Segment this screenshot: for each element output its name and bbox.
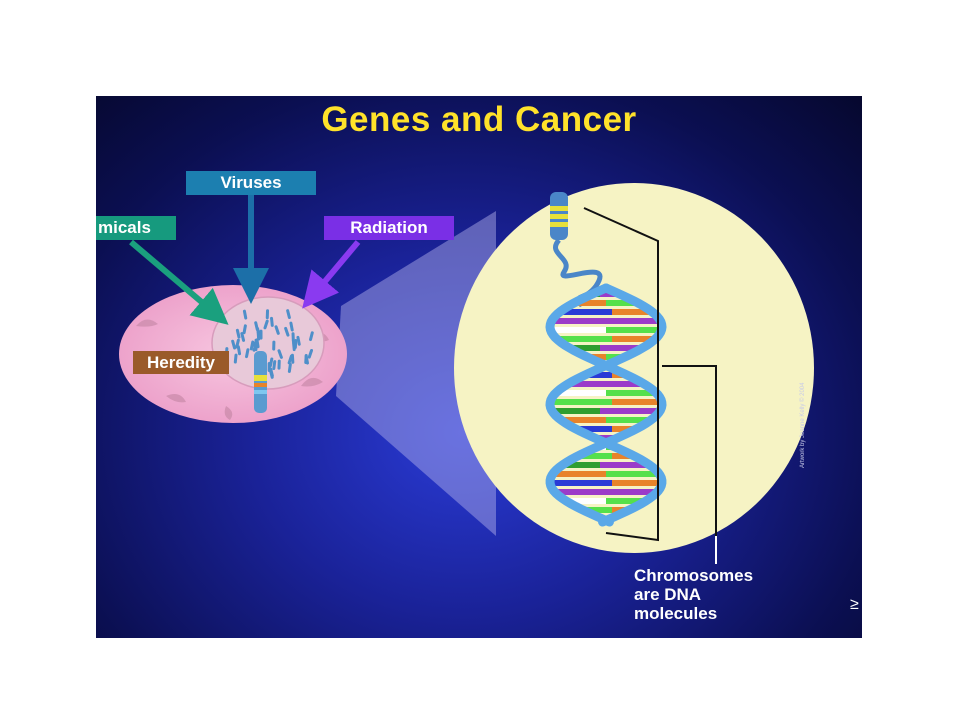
chromosome-mark	[236, 345, 242, 356]
dna-caption: Chromosomes are DNA molecules	[634, 566, 753, 623]
chromosome-mark	[240, 332, 246, 342]
chromosome-mark	[272, 340, 276, 351]
base-pair	[551, 318, 600, 324]
chromosome-mark	[249, 340, 255, 351]
base-pair	[569, 345, 600, 351]
base-pair	[584, 372, 612, 378]
chromosome-mark	[242, 309, 248, 320]
base-pair	[554, 489, 600, 495]
radiation-arrow	[302, 240, 361, 309]
caption-leader	[662, 365, 717, 564]
chromosome-mark	[307, 348, 314, 359]
base-pair	[612, 399, 662, 405]
chromosome-mark	[233, 353, 238, 364]
base-pair	[567, 381, 600, 387]
base-pair	[606, 471, 660, 477]
chromosome-mark	[235, 328, 241, 339]
corner-mark: ≥	[850, 596, 859, 613]
base-pair	[600, 408, 660, 414]
chromosome-pull	[254, 351, 267, 413]
dna-helix	[545, 283, 667, 527]
chromosome-mark	[256, 330, 261, 341]
base-pair	[566, 498, 606, 504]
chromosome-mark	[291, 332, 295, 343]
viruses-label: Viruses	[186, 171, 316, 195]
chromosome-mark	[296, 335, 301, 346]
base-pair	[606, 390, 657, 396]
chromosome-mark	[270, 316, 274, 327]
chromosome-mark	[254, 338, 259, 349]
base-pair	[600, 318, 661, 324]
chemicals-label: micals	[96, 216, 176, 240]
chromosome-mark	[277, 349, 283, 359]
zoom-oval	[454, 183, 814, 553]
base-pair	[574, 300, 606, 306]
base-pair	[555, 390, 606, 396]
base-pair	[561, 417, 606, 423]
chromosome-mark	[272, 360, 277, 371]
base-pair	[600, 489, 658, 495]
chromosome-mark	[274, 325, 280, 335]
base-pair	[612, 426, 637, 432]
slide-title: Genes and Cancer	[321, 100, 637, 139]
chromosome-mark	[287, 363, 292, 373]
slide: Genes and Cancer Viruses micals Radiatio…	[96, 96, 862, 638]
chromosome-bracket	[583, 207, 659, 542]
chromosome-mark	[289, 321, 294, 332]
chromosome-mark	[286, 309, 291, 319]
chromosome-mark	[259, 329, 263, 340]
chromosome-mark	[231, 339, 237, 350]
chromosome-mark	[304, 354, 309, 365]
base-pair	[550, 327, 606, 333]
chromosome-mark	[293, 338, 298, 349]
base-pair	[612, 480, 662, 486]
base-pair	[552, 471, 606, 477]
chemicals-arrow	[129, 239, 229, 325]
base-pair	[600, 381, 645, 387]
chromosome-mark	[268, 357, 274, 368]
chromosome-mark	[309, 331, 314, 342]
base-pair	[612, 336, 656, 342]
chromosome-mark	[242, 324, 247, 335]
chromosome-mark	[235, 338, 240, 349]
base-pair	[550, 399, 612, 405]
base-pair	[552, 408, 600, 414]
artwork-credit: Artwork by Jeanne Kelly © 2004	[800, 382, 806, 468]
radiation-label: Radiation	[324, 216, 454, 240]
base-pair	[600, 345, 643, 351]
heredity-label: Heredity	[133, 351, 229, 374]
base-pair	[556, 336, 612, 342]
chromosome-mark	[263, 319, 269, 330]
base-pair	[582, 507, 612, 513]
chromosome-mark	[284, 326, 290, 337]
base-pair	[606, 300, 638, 306]
dna-backbone	[545, 283, 667, 527]
base-pair	[575, 426, 612, 432]
base-pair	[577, 453, 612, 459]
base-pair	[606, 498, 646, 504]
chromosome-mark	[245, 348, 250, 359]
caption-line-1: Chromosomes	[634, 566, 754, 585]
chromosome-mark	[268, 369, 274, 379]
base-pair	[559, 309, 612, 315]
base-pair	[600, 462, 650, 468]
base-pair	[550, 480, 612, 486]
chromosome-mark	[290, 353, 295, 364]
chromosome-mark	[277, 359, 281, 370]
base-pair	[612, 309, 653, 315]
caption-line-2: are DNA	[634, 585, 702, 604]
base-pair	[606, 417, 651, 423]
base-pair	[606, 327, 662, 333]
caption-line-3: molecules	[634, 604, 718, 623]
genes-cancer-diagram	[119, 183, 814, 564]
dna-backbone	[545, 283, 667, 527]
base-pair	[612, 453, 635, 459]
zoom-cone	[336, 211, 496, 536]
nucleus-chromosomes	[224, 309, 314, 380]
base-pair	[562, 462, 600, 468]
chromosome-mark	[265, 309, 270, 320]
